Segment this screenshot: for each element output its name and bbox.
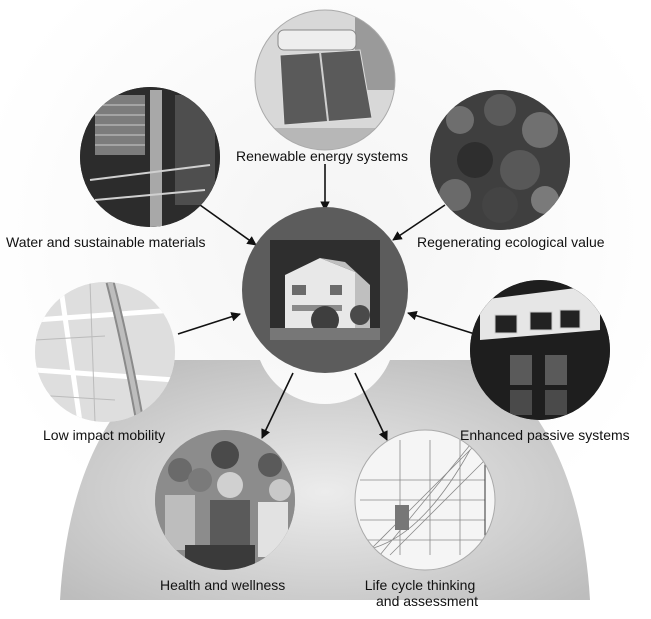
timber-stair-photo-icon bbox=[80, 87, 220, 227]
arrow-passive bbox=[407, 311, 479, 336]
house-photo-icon bbox=[270, 240, 380, 340]
label-ecology: Regenerating ecological value bbox=[417, 234, 605, 250]
arrow-ecology bbox=[392, 204, 446, 241]
node-ecology bbox=[430, 90, 570, 230]
vegetation-photo-icon bbox=[430, 90, 570, 230]
node-lifecycle bbox=[354, 429, 496, 571]
family-photo-icon bbox=[155, 430, 295, 570]
label-health: Health and wellness bbox=[160, 577, 286, 593]
node-passive bbox=[470, 280, 610, 420]
node-renewable bbox=[254, 9, 396, 151]
node-water bbox=[80, 87, 220, 227]
solar-panel-photo-icon bbox=[255, 10, 395, 150]
label-lifecycle-line1: Life cycle thinking bbox=[364, 577, 476, 593]
arrow-water bbox=[199, 204, 257, 246]
center-hub bbox=[242, 207, 408, 373]
label-lifecycle: Life cycle thinking and assessment bbox=[360, 577, 480, 609]
node-mobility bbox=[35, 282, 175, 422]
psychrometric-chart-image-icon bbox=[355, 430, 495, 570]
arrow-lifecycle bbox=[354, 372, 388, 441]
clerestory-window-photo-icon bbox=[470, 280, 610, 420]
label-passive: Enhanced passive systems bbox=[460, 427, 630, 443]
arrow-mobility bbox=[177, 312, 241, 335]
arrow-health bbox=[261, 372, 294, 439]
label-water: Water and sustainable materials bbox=[6, 234, 206, 250]
label-renewable: Renewable energy systems bbox=[236, 148, 408, 164]
label-lifecycle-line2: and assessment bbox=[376, 593, 478, 609]
street-map-image-icon bbox=[35, 282, 175, 422]
label-mobility: Low impact mobility bbox=[43, 427, 166, 443]
node-health bbox=[155, 430, 295, 570]
